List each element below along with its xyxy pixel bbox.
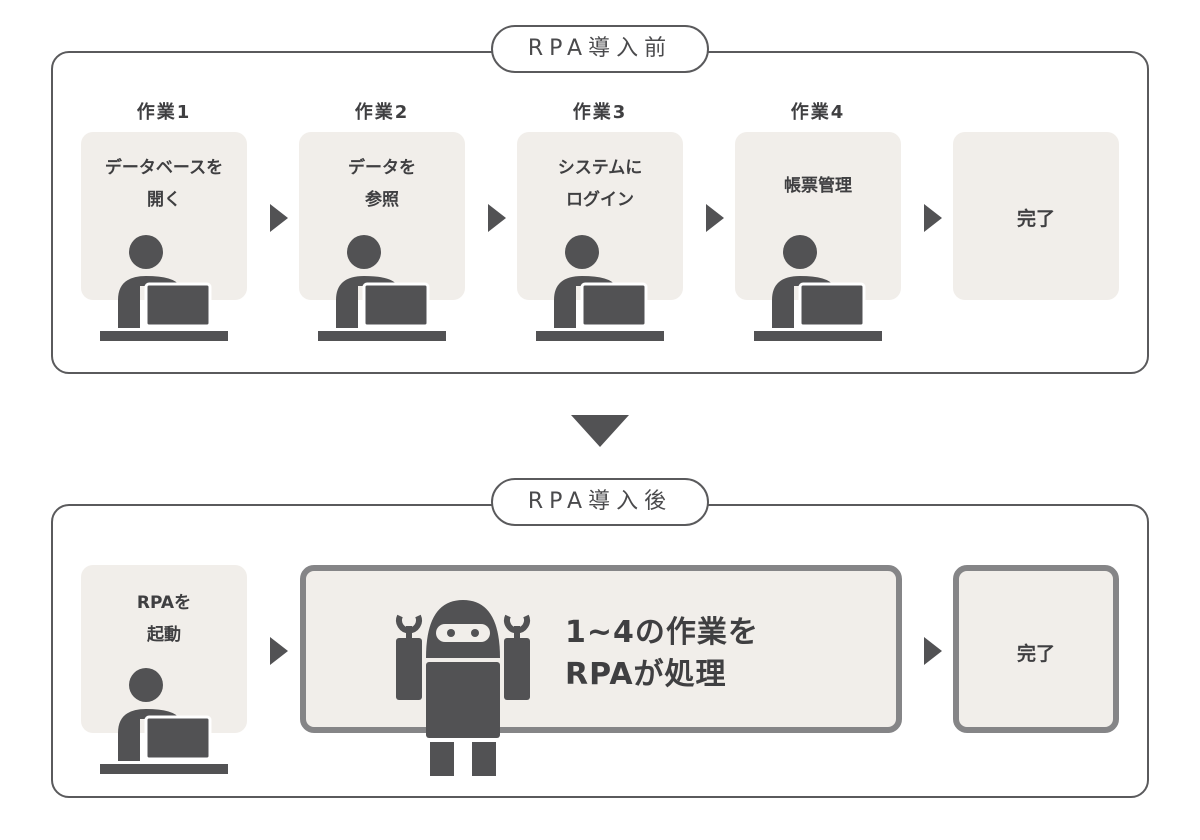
- step-card-3: システムに ログイン: [517, 132, 683, 300]
- arrow-right-icon: [270, 637, 288, 665]
- step-card-1: データベースを 開く: [81, 132, 247, 300]
- done-card-after: 完了: [953, 565, 1119, 733]
- down-arrow-icon: [571, 415, 629, 447]
- step-card-2: データを 参照: [299, 132, 465, 300]
- arrow-right-icon: [488, 204, 506, 232]
- person-at-laptop-icon: [100, 668, 228, 774]
- step-label-1: 作業1: [136, 102, 192, 123]
- person-at-laptop-icon: [754, 235, 882, 341]
- before-title: RPA導入前: [491, 25, 709, 73]
- arrow-right-icon: [924, 637, 942, 665]
- arrow-right-icon: [924, 204, 942, 232]
- step-card-4: 帳票管理: [735, 132, 901, 300]
- step-text-2: データを 参照: [348, 158, 416, 210]
- person-at-laptop-icon: [100, 235, 228, 341]
- step-text-3: システムに ログイン: [557, 158, 643, 210]
- robot-icon: [396, 600, 530, 776]
- after-title: RPA導入後: [491, 478, 709, 526]
- done-text-before: 完了: [1016, 208, 1055, 230]
- start-text: RPAを 起動: [136, 593, 192, 645]
- arrow-right-icon: [706, 204, 724, 232]
- start-card: RPAを 起動: [81, 565, 247, 733]
- person-at-laptop-icon: [536, 235, 664, 341]
- person-at-laptop-icon: [318, 235, 446, 341]
- done-card-before: 完了: [953, 132, 1119, 300]
- rpa-process-text: 1~4の作業を RPAが処理: [565, 615, 759, 692]
- step-text-4: 帳票管理: [784, 176, 852, 196]
- step-text-1: データベースを 開く: [104, 158, 224, 210]
- step-label-3: 作業3: [572, 102, 628, 123]
- done-text-after: 完了: [1016, 643, 1055, 665]
- step-label-2: 作業2: [354, 102, 410, 123]
- arrow-right-icon: [270, 204, 288, 232]
- step-label-4: 作業4: [790, 102, 846, 123]
